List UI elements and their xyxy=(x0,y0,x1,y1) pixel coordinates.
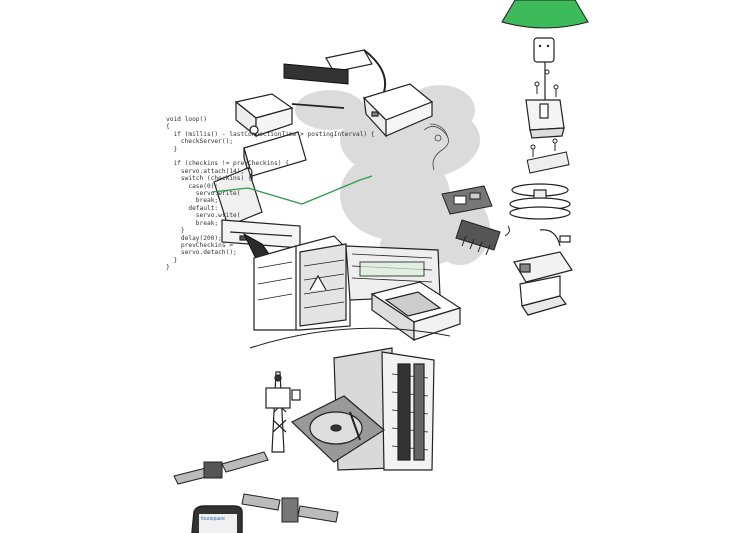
spools xyxy=(509,183,571,220)
code-line: servo.write( xyxy=(166,212,241,220)
code-line: switch (checkins) { xyxy=(166,175,252,183)
satellite-right xyxy=(241,493,339,523)
flat-card xyxy=(213,167,263,227)
code-line: delay(200); xyxy=(166,234,222,242)
code-line: prevCheckins = xyxy=(166,241,237,249)
wifi-router xyxy=(362,83,434,138)
code-line: servo.attach(14); xyxy=(166,167,245,175)
code-line: break; xyxy=(166,219,219,227)
code-line: } xyxy=(166,145,178,153)
code-line: servo.write( xyxy=(166,190,241,198)
stepper-motor xyxy=(525,62,565,139)
lamp-socket xyxy=(533,37,555,63)
source-code-snippet: void loop(){ if (millis() - lastConnecti… xyxy=(166,116,375,272)
smartphone xyxy=(191,505,243,533)
ethernet-jack xyxy=(234,93,345,138)
pc-chassis xyxy=(370,281,462,342)
lampshade xyxy=(501,0,589,29)
code-line: default: xyxy=(166,204,219,212)
ethernet-cable xyxy=(325,49,386,93)
code-line: break; xyxy=(166,197,219,205)
code-line: checkServer(); xyxy=(166,138,234,146)
code-line: void loop() xyxy=(166,116,207,123)
cell-tower xyxy=(265,371,301,453)
green-wire xyxy=(211,175,373,205)
code-line: } xyxy=(166,227,185,235)
small-pcb xyxy=(526,151,570,174)
code-line: if (millis() - lastConnectionTime > post… xyxy=(166,130,375,138)
code-line xyxy=(166,153,375,160)
ethernet-shield xyxy=(441,185,493,215)
code-line: } xyxy=(166,264,170,272)
code-line: servo.detach(); xyxy=(166,249,237,257)
code-line: if (checkins != prevCheckins) { xyxy=(166,160,289,168)
satellite-left xyxy=(173,451,269,485)
code-line: case(0): xyxy=(166,182,219,190)
building xyxy=(253,235,351,331)
ic-chip xyxy=(455,219,510,256)
ground-line xyxy=(249,327,451,349)
phone-screen-label: foursquare xyxy=(201,516,225,522)
watercolor-wash xyxy=(295,85,490,267)
hard-drive xyxy=(290,395,386,463)
ornament-swirl xyxy=(423,123,449,171)
screws xyxy=(530,69,559,157)
arduino-board xyxy=(513,229,573,316)
wifi-stick xyxy=(283,63,349,85)
code-line: } xyxy=(166,256,178,264)
code-line: { xyxy=(166,123,170,131)
